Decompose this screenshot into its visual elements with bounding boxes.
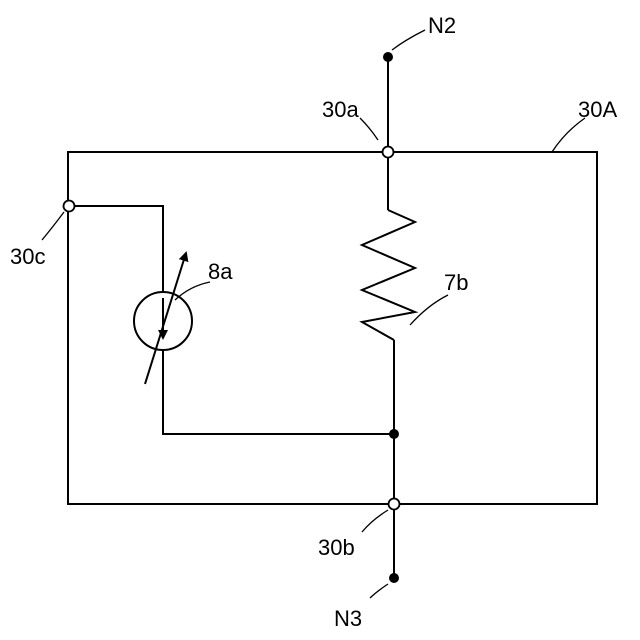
terminal-30b bbox=[389, 499, 400, 510]
leader-30a bbox=[360, 118, 378, 140]
wire-source-to-junction bbox=[163, 350, 394, 434]
label-8a: 8a bbox=[208, 259, 233, 284]
label-30b: 30b bbox=[318, 535, 355, 560]
terminal-30c bbox=[64, 201, 75, 212]
leader-7b bbox=[410, 295, 448, 325]
label-n2: N2 bbox=[428, 13, 456, 38]
node-n2-dot bbox=[383, 52, 393, 62]
terminal-30a bbox=[383, 147, 394, 158]
wire-30c-to-source bbox=[70, 206, 163, 292]
leader-30A bbox=[552, 118, 585, 152]
leader-n2 bbox=[392, 30, 425, 50]
label-30A: 30A bbox=[578, 97, 617, 122]
label-30c: 30c bbox=[10, 244, 45, 269]
label-30a: 30a bbox=[322, 97, 359, 122]
label-7b: 7b bbox=[444, 270, 468, 295]
resistor-7b bbox=[362, 210, 415, 340]
module-enclosure bbox=[68, 152, 597, 504]
leader-n3 bbox=[370, 584, 388, 598]
label-n3: N3 bbox=[334, 606, 362, 631]
node-n3-dot bbox=[389, 573, 399, 583]
variable-arrow bbox=[145, 253, 186, 384]
leader-30b bbox=[362, 510, 388, 532]
leader-30c bbox=[42, 212, 64, 240]
